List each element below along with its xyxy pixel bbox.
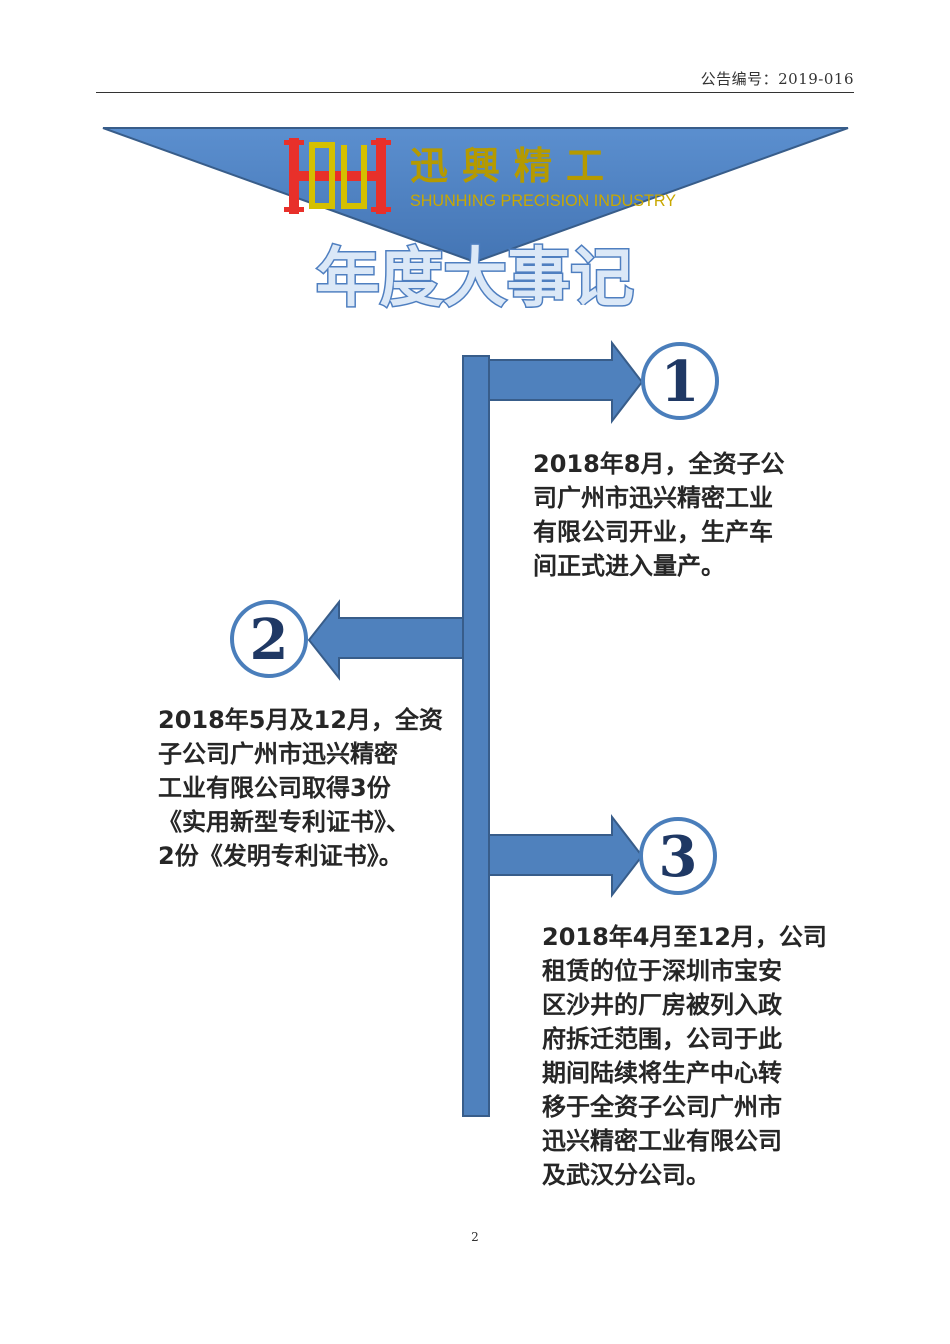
logo-mark	[284, 138, 391, 214]
event-3-line: 及武汉分公司。	[542, 1161, 710, 1189]
arrow-2	[307, 599, 464, 681]
notice-number: 公告编号：2019-016	[700, 70, 854, 88]
event-3-line: 期间陆续将生产中心转	[542, 1059, 782, 1087]
event-2-line: 2018年5月及12月，全资	[158, 706, 443, 734]
page-number: 2	[471, 1230, 479, 1244]
arrow-3	[488, 814, 644, 898]
brand-english: SHUNHING PRECISION INDUSTRY	[410, 191, 676, 210]
event-3-line: 区沙井的厂房被列入政	[542, 991, 782, 1019]
number-badge-3: 3	[639, 817, 717, 895]
header-rule	[96, 92, 854, 93]
banner-title: 年度大事记	[316, 242, 634, 316]
event-3-text: 2018年4月至12月，公司 租赁的位于深圳市宝安 区沙井的厂房被列入政 府拆迁…	[542, 920, 827, 1192]
event-3-line: 2018年4月至12月，公司	[542, 923, 827, 951]
event-1-text: 2018年8月，全资子公 司广州市迅兴精密工业 有限公司开业，生产车 间正式进入…	[533, 447, 785, 583]
arrow-1	[488, 340, 644, 424]
number-badge-2: 2	[230, 600, 308, 678]
event-1-line: 有限公司开业，生产车	[533, 518, 773, 546]
event-3-line: 迅兴精密工业有限公司	[542, 1127, 782, 1155]
event-3-line: 移于全资子公司广州市	[542, 1093, 782, 1121]
event-2-line: 2份《发明专利证书》。	[158, 842, 403, 870]
brand-chinese: 迅興精工	[410, 143, 618, 188]
event-3-line: 租赁的位于深圳市宝安	[542, 957, 782, 985]
event-3-line: 府拆迁范围，公司于此	[542, 1025, 782, 1053]
event-1-line: 间正式进入量产。	[533, 552, 725, 580]
timeline-spine	[462, 355, 490, 1117]
number-badge-1: 1	[641, 342, 719, 420]
event-1-line: 2018年8月，全资子公	[533, 450, 785, 478]
event-2-line: 子公司广州市迅兴精密	[158, 740, 398, 768]
event-2-line: 《实用新型专利证书》、	[158, 808, 410, 836]
number-badge-1-label: 1	[661, 349, 700, 415]
event-2-line: 工业有限公司取得3份	[158, 774, 391, 802]
event-1-line: 司广州市迅兴精密工业	[533, 484, 773, 512]
number-badge-3-label: 3	[659, 824, 698, 890]
event-2-text: 2018年5月及12月，全资 子公司广州市迅兴精密 工业有限公司取得3份 《实用…	[158, 703, 443, 873]
number-badge-2-label: 2	[250, 607, 289, 673]
